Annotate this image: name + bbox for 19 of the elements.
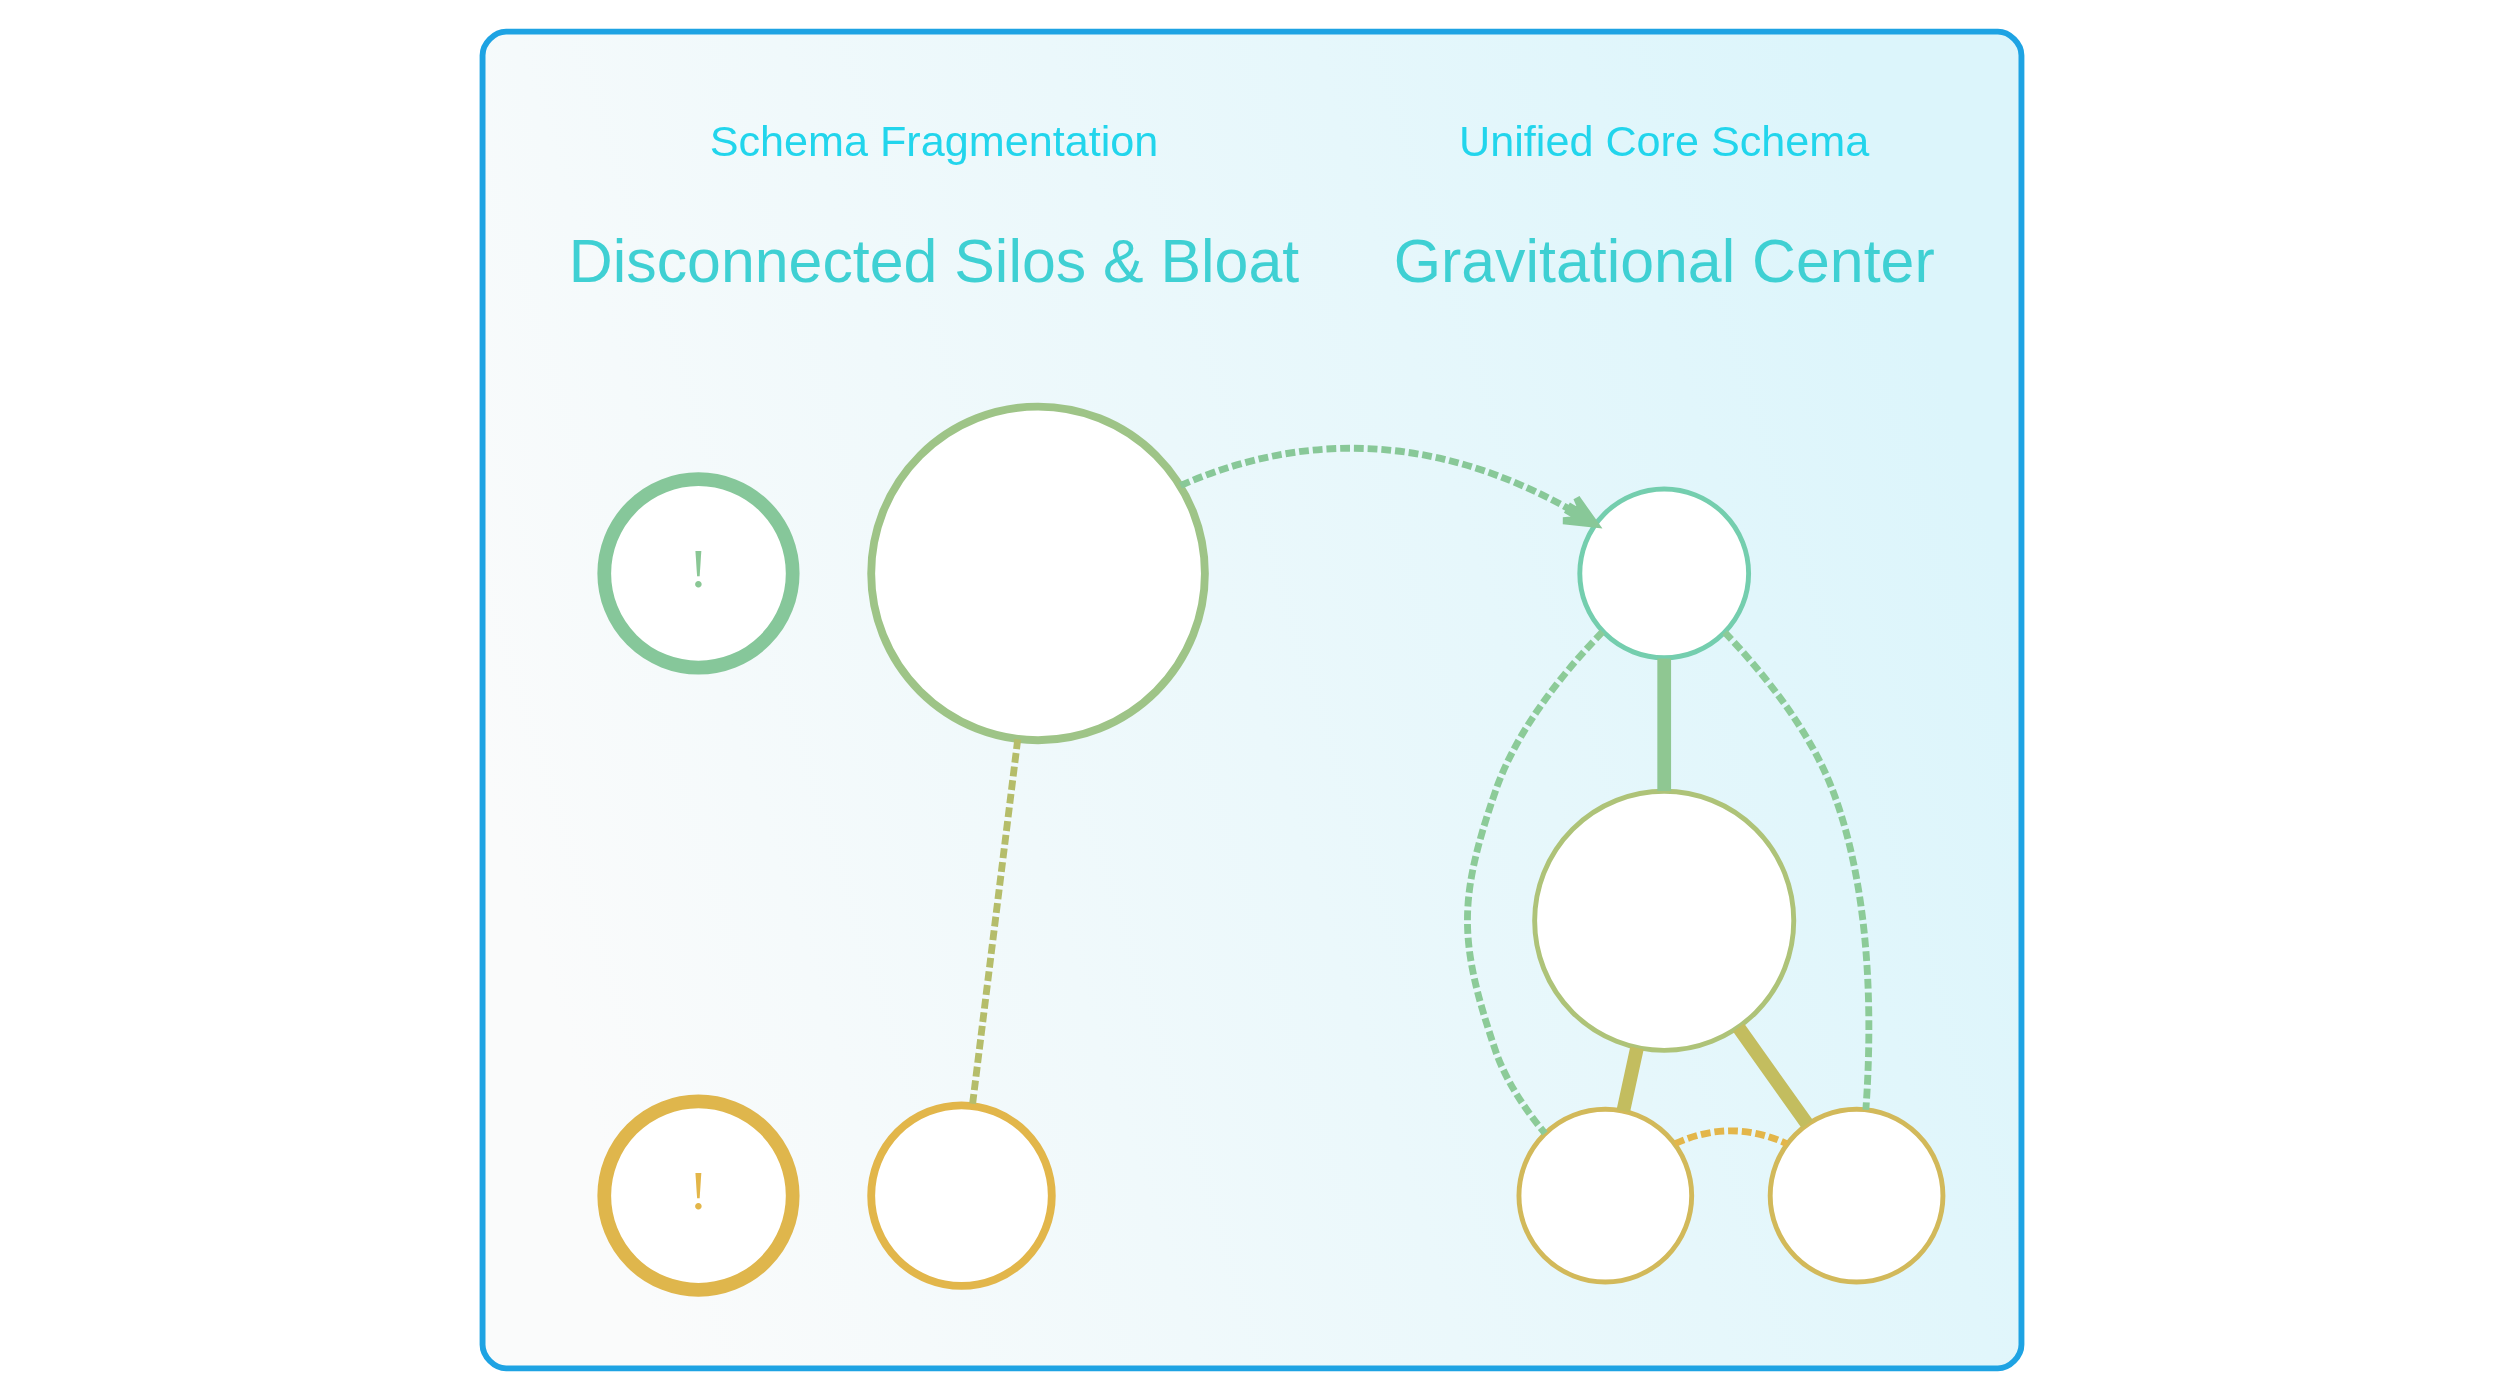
node-circle xyxy=(1577,486,1752,661)
connector xyxy=(969,739,1022,1106)
connector xyxy=(1732,1023,1813,1129)
connector xyxy=(1657,658,1672,791)
node-circle xyxy=(867,402,1209,745)
connector xyxy=(1722,630,1873,1110)
node-circle xyxy=(1532,788,1797,1053)
node-circle xyxy=(867,1101,1056,1290)
connector xyxy=(1673,1127,1789,1147)
label: Disconnected Silos & Bloat xyxy=(568,227,1300,296)
connector xyxy=(1616,1046,1644,1113)
node-circle: ! xyxy=(597,1094,800,1297)
node-circle xyxy=(1767,1106,1946,1285)
label: Schema Fragmentation xyxy=(709,117,1159,166)
label: Unified Core Schema xyxy=(1459,117,1870,166)
connector xyxy=(1464,629,1605,1136)
node-circle xyxy=(1516,1106,1695,1285)
label: Gravitational Center xyxy=(1393,227,1935,296)
node-circle: ! xyxy=(597,472,800,675)
